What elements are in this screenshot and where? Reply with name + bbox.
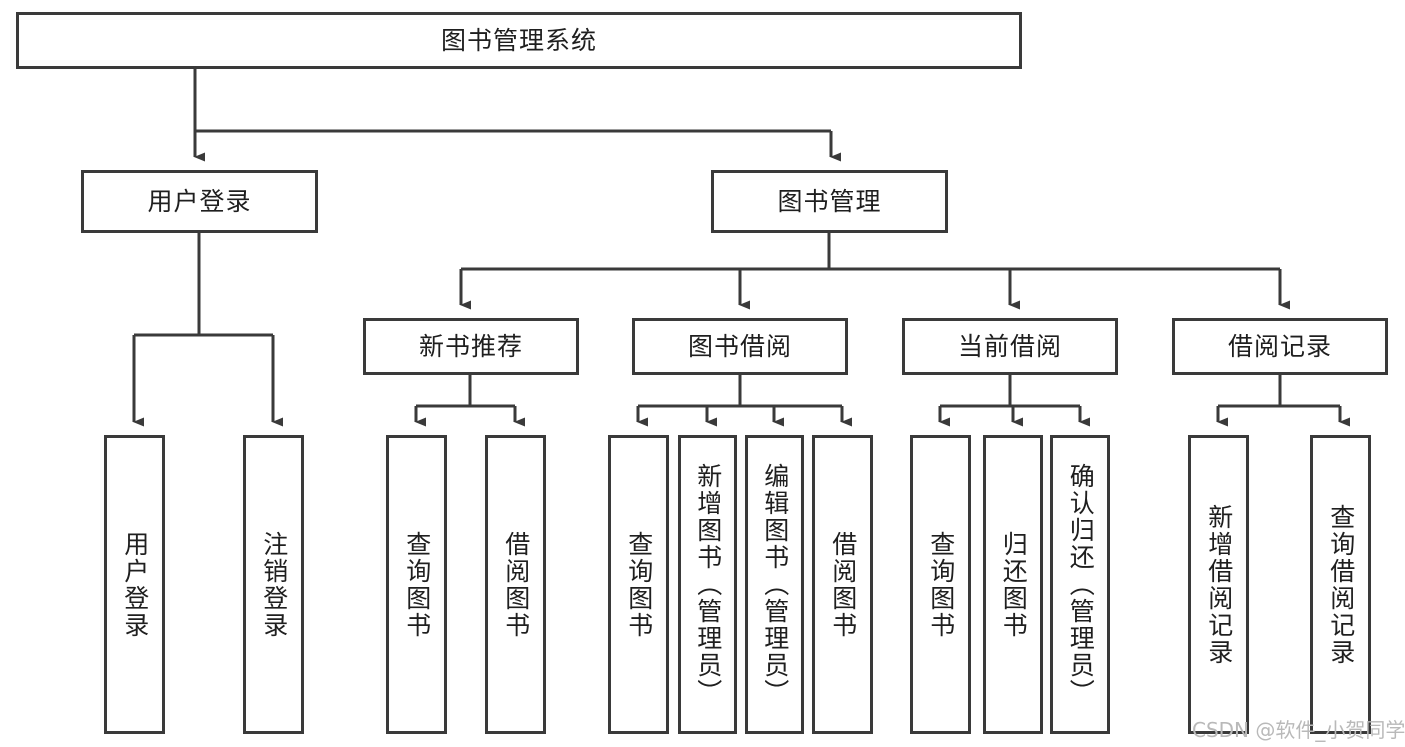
node-root[interactable]: 图书管理系统 [16,12,1022,69]
leaf-node[interactable]: 查询借阅记录 [1310,435,1371,734]
node-borrow-record-label: 借阅记录 [1227,331,1332,361]
leaf-node-label: 确认归还（管理员） [1066,463,1096,706]
node-user-login-label: 用户登录 [147,186,252,216]
leaf-node-label: 注销登录 [259,530,289,639]
node-current-borrow[interactable]: 当前借阅 [902,318,1118,375]
leaf-node-label: 借阅图书 [828,530,858,639]
leaf-node-label: 借阅图书 [501,530,531,639]
leaf-node[interactable]: 借阅图书 [485,435,546,734]
leaf-node[interactable]: 查询图书 [386,435,447,734]
leaf-node-label: 归还图书 [999,530,1029,639]
leaf-node[interactable]: 确认归还（管理员） [1050,435,1110,734]
node-book-borrow[interactable]: 图书借阅 [632,318,848,375]
node-borrow-record[interactable]: 借阅记录 [1172,318,1388,375]
node-book-management-label: 图书管理 [777,186,882,216]
leaf-node[interactable]: 用户登录 [104,435,165,734]
leaf-node[interactable]: 查询图书 [608,435,669,734]
leaf-node[interactable]: 归还图书 [983,435,1043,734]
leaf-node-label: 查询借阅记录 [1326,503,1356,666]
leaf-node[interactable]: 借阅图书 [812,435,873,734]
node-book-management[interactable]: 图书管理 [711,170,948,233]
node-current-borrow-label: 当前借阅 [957,331,1062,361]
csdn-watermark: CSDN @软件_小贺同学 [1192,718,1405,742]
leaf-node-label: 新增借阅记录 [1204,503,1234,666]
leaf-node[interactable]: 新增图书（管理员） [678,435,737,734]
leaf-node[interactable]: 编辑图书（管理员） [745,435,804,734]
leaf-node[interactable]: 查询图书 [910,435,971,734]
leaf-node-label: 编辑图书（管理员） [760,463,790,706]
leaf-node-label: 查询图书 [402,530,432,639]
leaf-node-label: 新增图书（管理员） [693,463,723,706]
node-new-book-recommend[interactable]: 新书推荐 [363,318,579,375]
node-book-borrow-label: 图书借阅 [687,331,792,361]
leaf-node-label: 查询图书 [926,530,956,639]
node-root-label: 图书管理系统 [440,25,597,55]
leaf-node-label: 用户登录 [120,530,150,639]
node-user-login[interactable]: 用户登录 [81,170,318,233]
leaf-node-label: 查询图书 [624,530,654,639]
leaf-node[interactable]: 注销登录 [243,435,304,734]
node-new-book-recommend-label: 新书推荐 [418,331,523,361]
leaf-node[interactable]: 新增借阅记录 [1188,435,1249,734]
